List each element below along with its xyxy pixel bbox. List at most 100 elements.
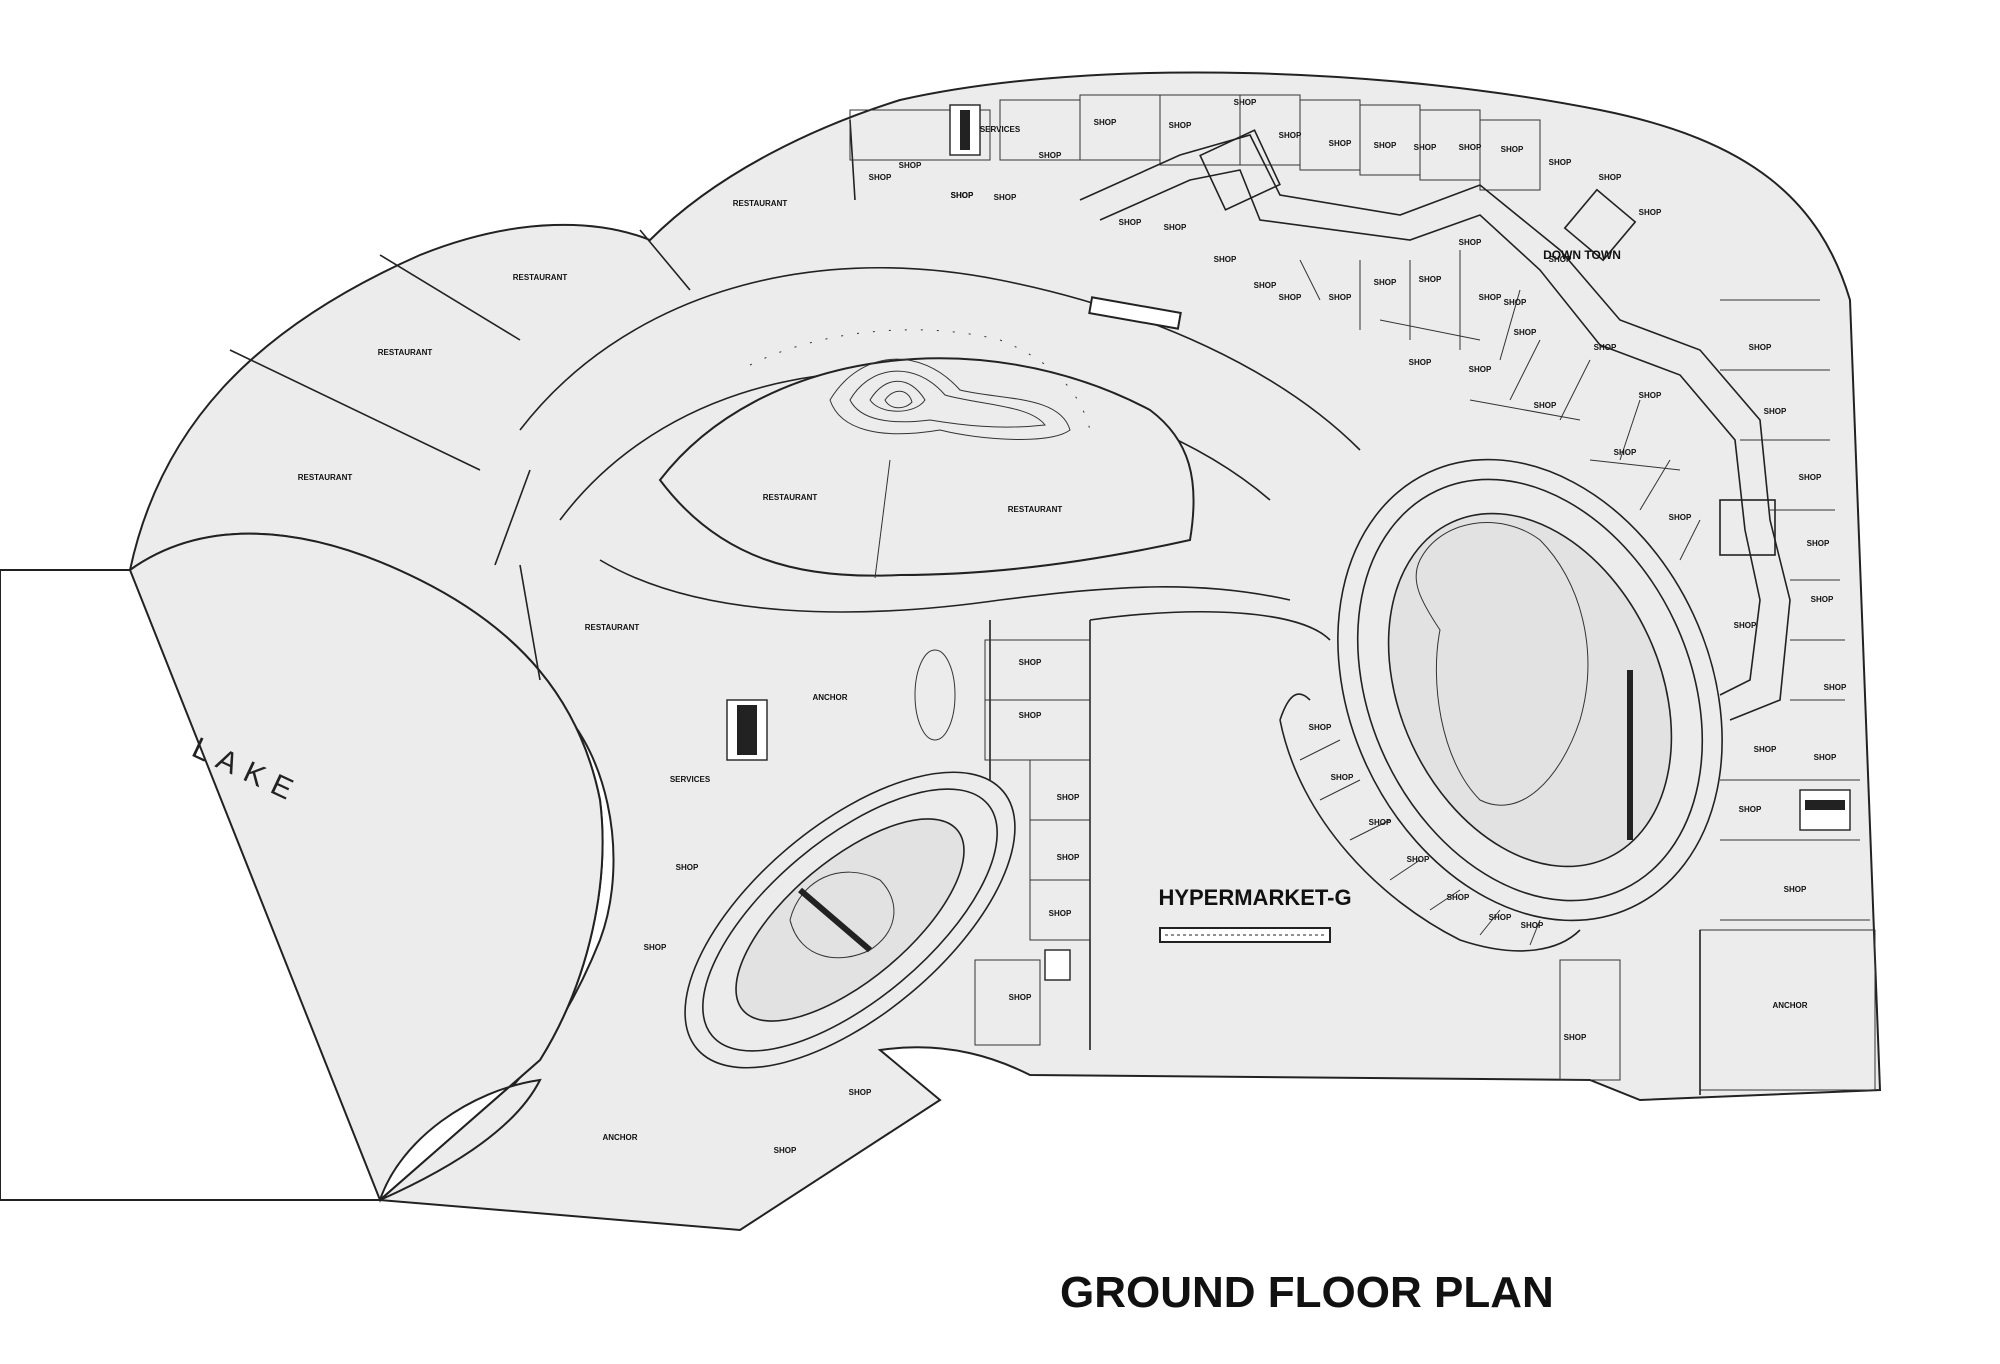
label-shop: SHOP <box>1459 143 1482 152</box>
label-shop: SHOP <box>1414 143 1437 152</box>
label-shop: SHOP <box>869 173 892 182</box>
label-shop: SHOP <box>1331 773 1354 782</box>
label-shop: SHOP <box>1639 208 1662 217</box>
label-downtown: DOWN TOWN <box>1543 248 1621 262</box>
east-atrium <box>1337 458 1723 922</box>
label-shop: SHOP <box>1019 658 1042 667</box>
shop-units-downtown <box>1299 250 1701 561</box>
label-shop: SHOP <box>1814 753 1837 762</box>
label-restaurant-3: RESTAURANT <box>378 348 433 357</box>
label-shop: SHOP <box>1549 158 1572 167</box>
label-shop: SHOP <box>774 1146 797 1155</box>
downtown-street <box>1079 134 1791 721</box>
label-shop: SHOP <box>1329 139 1352 148</box>
label-shop: SHOP <box>1057 793 1080 802</box>
plan-title: GROUND FLOOR PLAN <box>1060 1268 1554 1317</box>
label-shop: SHOP <box>1564 1033 1587 1042</box>
label-restaurant-1: RESTAURANT <box>733 199 788 208</box>
label-shop: SHOP <box>1419 275 1442 284</box>
label-shop: SHOP <box>1407 855 1430 864</box>
lake-shore-floor <box>128 532 604 1203</box>
label-shop: SHOP <box>899 161 922 170</box>
label-shop: SHOP <box>951 191 974 200</box>
label-shop: SHOP <box>1119 218 1142 227</box>
shop-units-atrium-ring <box>1279 693 1581 952</box>
label-shop: SHOP <box>1489 913 1512 922</box>
west-atrium <box>684 771 1016 1069</box>
label-shop: SHOP <box>1739 805 1762 814</box>
label-shop: SHOP <box>1594 343 1617 352</box>
label-shop: SHOP <box>1447 893 1470 902</box>
landscape-contours <box>829 358 1071 440</box>
restaurant-units-west <box>229 119 856 681</box>
label-shop: SHOP <box>1169 121 1192 130</box>
label-shop: SHOP <box>1799 473 1822 482</box>
label-shop: SHOP <box>1019 711 1042 720</box>
shop-labels: SHOP SHOP SHOP SHOP SHOP SHOP SHOP SHOP … <box>644 98 1847 1155</box>
label-restaurant-2: RESTAURANT <box>513 273 568 282</box>
label-shop: SHOP <box>1811 595 1834 604</box>
label-shop: SHOP <box>1214 255 1237 264</box>
label-shop: SHOP <box>1501 145 1524 154</box>
label-shop: SHOP <box>1094 118 1117 127</box>
concourse-south <box>599 559 1291 613</box>
label-shop: SHOP <box>1234 98 1257 107</box>
downtown-plaza-3 <box>1719 499 1776 556</box>
label-shop: SHOP <box>1599 173 1622 182</box>
label-shop: SHOP <box>676 863 699 872</box>
shop-units-center <box>974 639 1091 1046</box>
label-shop: SHOP <box>1784 885 1807 894</box>
label-shop: SHOP <box>1504 298 1527 307</box>
label-anchor-3: ANCHOR <box>1772 1001 1807 1010</box>
shop-units-east <box>1720 299 1870 921</box>
label-shop: SHOP <box>1824 683 1847 692</box>
label-shop: SHOP <box>849 1088 872 1097</box>
label-restaurant-7: RESTAURANT <box>585 623 640 632</box>
label-shop: SHOP <box>1669 513 1692 522</box>
label-anchor-1: ANCHOR <box>812 693 847 702</box>
label-shop: SHOP <box>1754 745 1777 754</box>
label-shop: SHOP <box>1734 621 1757 630</box>
label-shop: SHOP <box>1639 391 1662 400</box>
label-shop: SHOP <box>1369 818 1392 827</box>
label-shop: SHOP <box>1409 358 1432 367</box>
label-hypermarket: HYPERMARKET-G <box>1158 885 1351 910</box>
label-services-2: SERVICES <box>980 125 1021 134</box>
label-shop: SHOP <box>1374 141 1397 150</box>
label-restaurant-5: RESTAURANT <box>763 493 818 502</box>
island-planter-dots <box>749 329 1091 431</box>
island-divider <box>874 459 891 579</box>
label-restaurant-4: RESTAURANT <box>298 473 353 482</box>
label-shop: SHOP <box>1049 909 1072 918</box>
downtown-plaza-1 <box>1199 129 1281 211</box>
main-concourse <box>519 266 1361 451</box>
downtown-street-inner <box>1099 169 1761 696</box>
service-cores <box>726 104 1851 981</box>
label-services-1: SERVICES <box>670 775 711 784</box>
label-shop: SHOP <box>1164 223 1187 232</box>
label-shop: SHOP <box>1479 293 1502 302</box>
label-shop: SHOP <box>1469 365 1492 374</box>
label-shop: SHOP <box>1279 131 1302 140</box>
anchor-southeast <box>1699 929 1876 1095</box>
corridor-planter <box>914 649 956 741</box>
label-shop: SHOP <box>1309 723 1332 732</box>
label-shop: SHOP <box>1514 328 1537 337</box>
label-shop: SHOP <box>1279 293 1302 302</box>
label-shop: SHOP <box>994 193 1017 202</box>
shop-southeast-small <box>1559 959 1621 1081</box>
label-shop: SHOP <box>644 943 667 952</box>
label-shop: SHOP <box>1749 343 1772 352</box>
label-shop: SHOP <box>1534 401 1557 410</box>
label-shop: SHOP <box>951 191 974 200</box>
label-shop: SHOP <box>1329 293 1352 302</box>
label-shop: SHOP <box>1039 151 1062 160</box>
label-shop: SHOP <box>1614 448 1637 457</box>
downtown-plaza-2 <box>1563 188 1637 262</box>
label-shop: SHOP <box>1057 853 1080 862</box>
label-shop: SHOP <box>1807 539 1830 548</box>
label-shop: SHOP <box>1459 238 1482 247</box>
label-anchor-2: ANCHOR <box>602 1133 637 1142</box>
hypermarket-wall-north <box>1089 611 1331 641</box>
